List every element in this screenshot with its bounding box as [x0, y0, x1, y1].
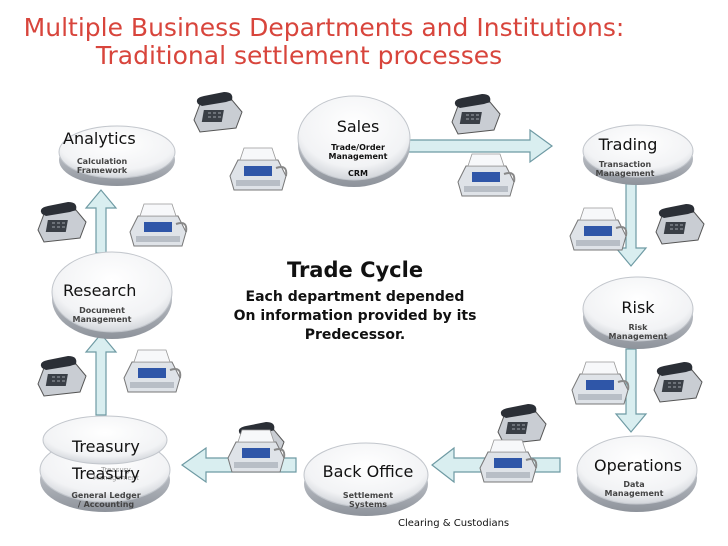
treasury-label-top: Treasury — [72, 437, 140, 456]
telephone-icon — [653, 361, 703, 403]
disc-back-office — [303, 442, 429, 516]
trading-sub1: Transaction — [598, 160, 652, 169]
back-office-label: Back Office — [322, 462, 414, 481]
trade-cycle-heading: Trade Cycle — [286, 258, 424, 282]
sales-sub1: Trade/Order — [331, 143, 385, 152]
arrow-sales-to-trading — [404, 128, 554, 164]
risk-sub1: Risk — [628, 323, 648, 332]
back-office-sub2: Systems — [348, 500, 388, 509]
fax-machine-icon — [569, 207, 628, 251]
treasury-sub2: / Accounting — [77, 500, 135, 509]
operations-sub1: Data — [623, 480, 645, 489]
fax-machine-icon — [457, 153, 516, 197]
treasury-label-bottom: Treasury — [72, 464, 140, 483]
treasury-sub1: General Ledger — [71, 491, 141, 500]
fax-machine-icon — [479, 439, 538, 483]
risk-label: Risk — [621, 298, 655, 317]
trade-cycle-description: Each department depended On information … — [225, 288, 485, 345]
operations-label: Operations — [594, 456, 682, 475]
risk-sub2: Management — [608, 332, 668, 341]
analytics-sub1: Calculation — [76, 157, 128, 166]
slide-title-line2: Traditional settlement processes — [95, 41, 503, 70]
trading-sub2: Management — [595, 169, 655, 178]
sales-sub2: Management — [328, 152, 388, 161]
telephone-icon — [451, 93, 501, 135]
telephone-icon — [497, 403, 547, 445]
analytics-label: Analytics — [63, 129, 136, 148]
fax-machine-icon — [229, 147, 288, 191]
back-office-sub1: Settlement — [342, 491, 394, 500]
arrow-trading-to-risk — [614, 183, 648, 267]
disc-treasury — [39, 415, 171, 512]
sales-sub3: CRM — [348, 169, 368, 178]
trading-label: Trading — [598, 135, 658, 154]
disc-analytics — [58, 125, 176, 186]
footer-note: Clearing & Custodians — [398, 518, 510, 529]
treasury-ghost-label: Treasury Management — [92, 466, 140, 482]
arrow-risk-to-operations — [614, 348, 648, 433]
slide-title-line1: Multiple Business Departments and Instit… — [23, 13, 625, 42]
operations-sub2: Management — [604, 489, 664, 498]
disc-sales — [297, 95, 411, 187]
arrow-treasury-to-research — [84, 333, 118, 416]
research-sub2: Management — [72, 315, 132, 324]
trade-cycle-line3: Predecessor. — [304, 327, 406, 343]
disc-research — [51, 251, 173, 339]
fax-machine-icon — [123, 349, 182, 393]
disc-risk — [582, 276, 694, 349]
fax-machine-icon — [129, 203, 188, 247]
fax-machine-icon — [571, 361, 630, 405]
research-label: Research — [63, 281, 137, 300]
arrow-research-to-analytics — [84, 189, 118, 254]
telephone-icon — [193, 91, 243, 133]
sales-label: Sales — [336, 117, 380, 136]
disc-trading — [582, 124, 694, 185]
research-sub1: Document — [79, 306, 125, 315]
trade-cycle-line2: On information provided by its — [233, 308, 477, 324]
trade-cycle-line1: Each department depended — [245, 289, 465, 305]
analytics-sub2: Framework — [76, 166, 128, 175]
telephone-icon — [37, 201, 87, 243]
telephone-icon — [37, 355, 87, 397]
telephone-icon — [655, 203, 705, 245]
disc-operations — [576, 435, 698, 512]
